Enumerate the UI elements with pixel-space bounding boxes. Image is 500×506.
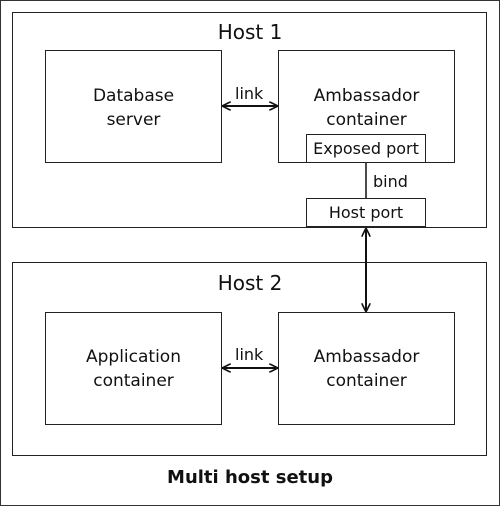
host-port-box: Host port — [306, 198, 426, 227]
application-container-label-line2: container — [93, 371, 174, 391]
link-label-bottom: link — [235, 345, 264, 364]
link-label-top: link — [235, 84, 264, 103]
database-server-label-line2: server — [106, 110, 161, 130]
application-container-label-line1: Application — [86, 347, 181, 367]
host-port-label: Host port — [328, 203, 404, 222]
host2-title: Host 2 — [217, 271, 283, 295]
exposed-port-box: Exposed port — [306, 134, 426, 163]
bind-label: bind — [373, 172, 408, 191]
database-server-box: Database server — [45, 50, 222, 163]
host1-ambassador-label-line1: Ambassador — [313, 86, 420, 106]
application-container-box: Application container — [45, 312, 222, 425]
host1-ambassador-label-line2: container — [326, 110, 407, 130]
database-server-label-line1: Database — [92, 86, 175, 106]
host2-ambassador-label-line2: container — [326, 371, 407, 391]
diagram-caption: Multi host setup — [167, 467, 333, 488]
host2-ambassador-box: Ambassador container — [278, 312, 455, 425]
host1-title: Host 1 — [217, 20, 283, 44]
host2-ambassador-label-line1: Ambassador — [313, 347, 420, 367]
exposed-port-label: Exposed port — [313, 139, 419, 158]
